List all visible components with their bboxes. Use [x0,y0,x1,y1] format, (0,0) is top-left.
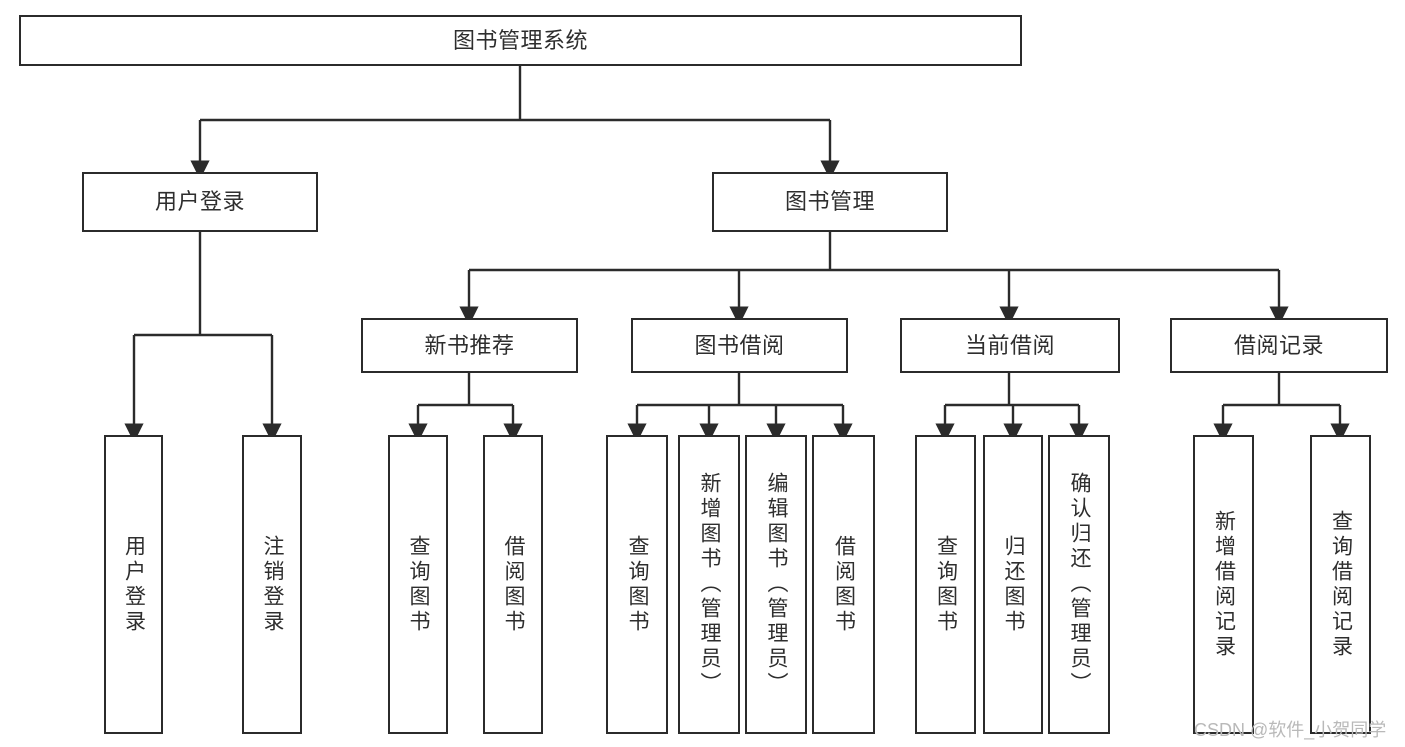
leaf-confirm-return-admin-label: 确认归还（管理员） [1068,472,1092,697]
node-book-borrow[interactable]: 图书借阅 [631,318,848,373]
leaf-borrow-book-new-label: 借阅图书 [502,534,526,635]
leaf-confirm-return-admin[interactable]: 确认归还（管理员） [1048,435,1110,734]
leaf-query-book-new[interactable]: 查询图书 [388,435,448,734]
leaf-add-borrow-record[interactable]: 新增借阅记录 [1193,435,1254,734]
leaf-user-login[interactable]: 用户登录 [104,435,163,734]
leaf-query-borrow-record-label: 查询借阅记录 [1329,509,1353,660]
node-borrow-records-label: 借阅记录 [1233,332,1324,358]
node-root[interactable]: 图书管理系统 [19,15,1022,66]
leaf-return-book-label: 归还图书 [1002,534,1026,635]
leaf-borrow-book-label: 借阅图书 [832,534,856,635]
node-book-management[interactable]: 图书管理 [712,172,948,232]
leaf-edit-book-admin[interactable]: 编辑图书（管理员） [745,435,807,734]
node-root-label: 图书管理系统 [452,27,588,53]
node-current-borrow-label: 当前借阅 [964,332,1055,358]
node-new-book-recommend[interactable]: 新书推荐 [361,318,578,373]
leaf-logout-label: 注销登录 [261,534,285,635]
leaf-query-book-current[interactable]: 查询图书 [915,435,976,734]
leaf-return-book[interactable]: 归还图书 [983,435,1043,734]
leaf-query-book-current-label: 查询图书 [934,534,958,635]
node-current-borrow[interactable]: 当前借阅 [900,318,1120,373]
leaf-logout[interactable]: 注销登录 [242,435,302,734]
leaf-borrow-book[interactable]: 借阅图书 [812,435,875,734]
leaf-user-login-label: 用户登录 [122,534,146,635]
node-book-borrow-label: 图书借阅 [694,332,785,358]
leaf-query-book-borrow[interactable]: 查询图书 [606,435,668,734]
node-user-login[interactable]: 用户登录 [82,172,318,232]
leaf-borrow-book-new[interactable]: 借阅图书 [483,435,543,734]
leaf-add-book-admin-label: 新增图书（管理员） [698,472,722,697]
leaf-edit-book-admin-label: 编辑图书（管理员） [765,472,789,697]
leaf-add-borrow-record-label: 新增借阅记录 [1212,509,1236,660]
leaf-query-book-new-label: 查询图书 [407,534,431,635]
node-user-login-label: 用户登录 [154,189,245,215]
leaf-query-book-borrow-label: 查询图书 [626,534,650,635]
leaf-query-borrow-record[interactable]: 查询借阅记录 [1310,435,1371,734]
node-new-book-recommend-label: 新书推荐 [424,332,515,358]
csdn-watermark: CSDN @软件_小贺同学 [1194,720,1387,740]
node-borrow-records[interactable]: 借阅记录 [1170,318,1388,373]
node-book-management-label: 图书管理 [784,189,875,215]
leaf-add-book-admin[interactable]: 新增图书（管理员） [678,435,740,734]
